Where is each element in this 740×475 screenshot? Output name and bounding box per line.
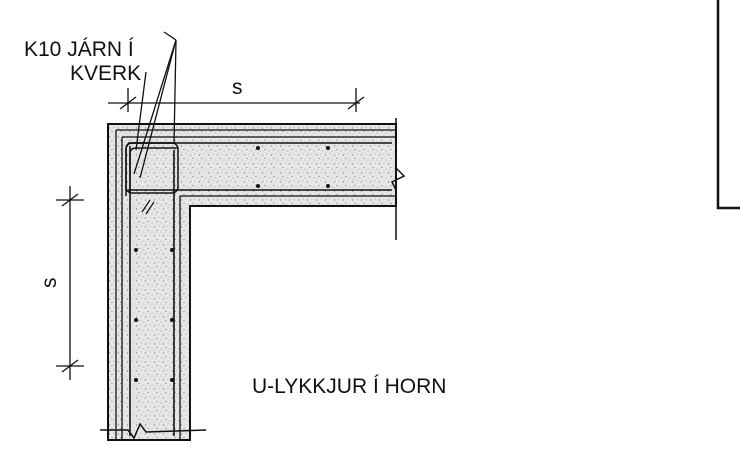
callout-label-line1: K10 JÁRN Í [24, 38, 134, 61]
dimension-label-horizontal: s [232, 76, 243, 99]
vertical-dimension [56, 186, 84, 380]
callout-leaders [133, 31, 177, 179]
callout-label-line2: KVERK [70, 62, 141, 85]
break-line-right [390, 118, 406, 240]
vertical-rebars [129, 146, 175, 436]
horizontal-dimension [108, 88, 365, 112]
frame-border [716, 0, 740, 210]
rebar-dots [134, 146, 330, 382]
dimension-label-vertical: s [38, 278, 61, 289]
detail-title: U-LYKKJUR Í HORN [252, 375, 446, 398]
break-line-bottom [100, 422, 207, 440]
wall-face-lines [115, 129, 396, 440]
crossing-ticks [141, 199, 155, 215]
